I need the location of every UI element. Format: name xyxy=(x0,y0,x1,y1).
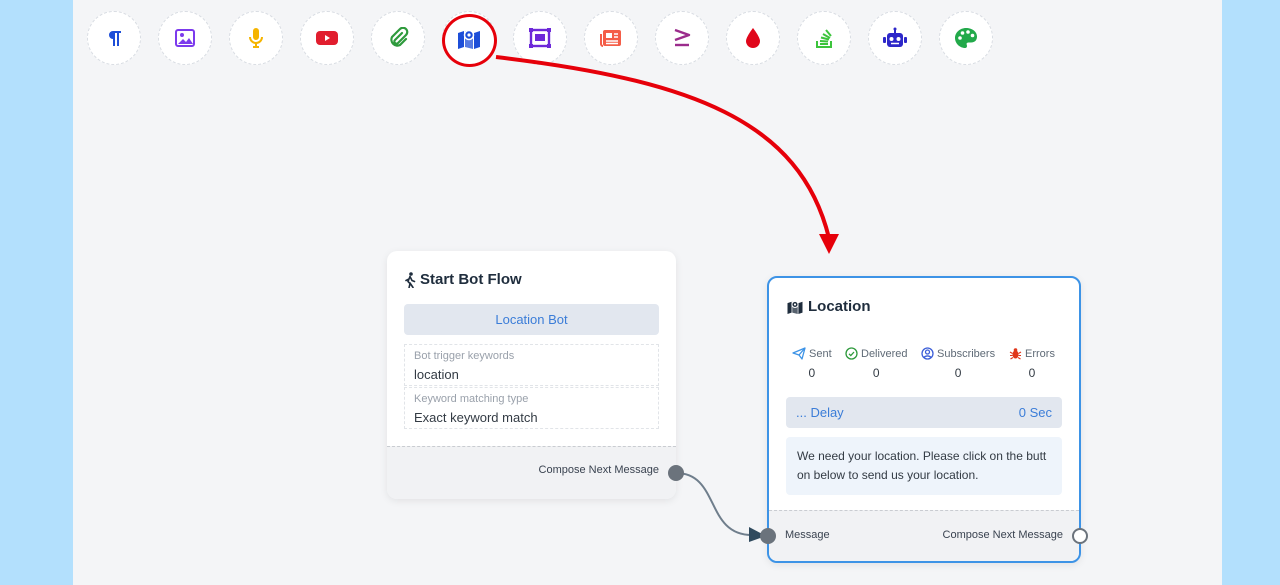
sent-count: 0 xyxy=(808,366,816,380)
paragraph-icon xyxy=(109,31,121,46)
condition-element-button[interactable] xyxy=(655,11,709,65)
compose-next-message-label: Compose Next Message xyxy=(538,464,659,476)
trigger-keywords-box[interactable]: Bot trigger keywords location xyxy=(404,344,659,386)
subscribers-stat: Subscribers 0 xyxy=(921,347,995,380)
errors-count: 0 xyxy=(1028,366,1036,380)
start-node-footer: Compose Next Message xyxy=(387,446,676,499)
location-element-button[interactable] xyxy=(442,11,496,65)
matching-type-label: Keyword matching type xyxy=(414,393,529,405)
paper-plane-icon xyxy=(792,347,806,360)
user-input-element-button[interactable] xyxy=(726,11,780,65)
errors-stat: Errors 0 xyxy=(1009,347,1055,380)
location-node-output-port[interactable] xyxy=(1072,528,1088,544)
delivered-stat: Delivered 0 xyxy=(845,347,907,380)
ai-element-button[interactable] xyxy=(868,11,922,65)
subscribers-count: 0 xyxy=(954,366,962,380)
location-message-text[interactable]: We need your location. Please click on t… xyxy=(786,437,1062,495)
delay-value: 0 Sec xyxy=(1018,405,1052,420)
delay-label: ... Delay xyxy=(796,405,844,420)
start-bot-flow-node[interactable]: Start Bot Flow Location Bot Bot trigger … xyxy=(387,251,676,499)
carousel-icon xyxy=(529,28,551,48)
image-element-button[interactable] xyxy=(158,11,212,65)
start-node-title: Start Bot Flow xyxy=(420,271,522,288)
sent-stat: Sent 0 xyxy=(792,347,832,380)
stack-overflow-icon xyxy=(816,29,832,48)
trigger-keywords-label: Bot trigger keywords xyxy=(414,350,515,362)
matching-type-box[interactable]: Keyword matching type Exact keyword matc… xyxy=(404,387,659,429)
newspaper-icon xyxy=(600,30,621,47)
location-node-input-port[interactable] xyxy=(760,528,776,544)
file-element-button[interactable] xyxy=(371,11,425,65)
palette-icon xyxy=(955,28,977,48)
walking-person-icon xyxy=(405,271,416,288)
bot-name-button[interactable]: Location Bot xyxy=(404,304,659,335)
robot-icon xyxy=(883,27,907,47)
video-element-button[interactable] xyxy=(300,11,354,65)
location-node[interactable]: Location Sent 0 Delivered 0 xyxy=(767,276,1081,563)
user-circle-icon xyxy=(921,347,934,360)
start-node-output-port[interactable] xyxy=(668,465,684,481)
theme-element-button[interactable] xyxy=(939,11,993,65)
matching-type-value: Exact keyword match xyxy=(414,410,538,425)
droplet-icon xyxy=(746,28,760,48)
map-location-icon xyxy=(458,29,480,49)
generic-template-button[interactable] xyxy=(584,11,638,65)
youtube-icon xyxy=(316,31,338,45)
microphone-icon xyxy=(249,28,263,48)
delivered-count: 0 xyxy=(872,366,880,380)
location-node-footer: Message Compose Next Message xyxy=(769,510,1079,561)
image-icon xyxy=(175,29,195,47)
location-node-title: Location xyxy=(808,298,871,315)
greater-equal-icon xyxy=(674,28,691,47)
audio-element-button[interactable] xyxy=(229,11,283,65)
carousel-element-button[interactable] xyxy=(513,11,567,65)
bug-icon xyxy=(1009,348,1022,360)
check-circle-icon xyxy=(845,347,858,360)
sequence-element-button[interactable] xyxy=(797,11,851,65)
message-input-label: Message xyxy=(785,529,830,541)
text-element-button[interactable] xyxy=(87,11,141,65)
trigger-keywords-value: location xyxy=(414,367,459,382)
map-location-icon xyxy=(787,300,803,314)
delay-bar[interactable]: ... Delay 0 Sec xyxy=(786,397,1062,428)
compose-next-message-label: Compose Next Message xyxy=(942,529,1063,541)
paperclip-icon xyxy=(390,27,409,47)
